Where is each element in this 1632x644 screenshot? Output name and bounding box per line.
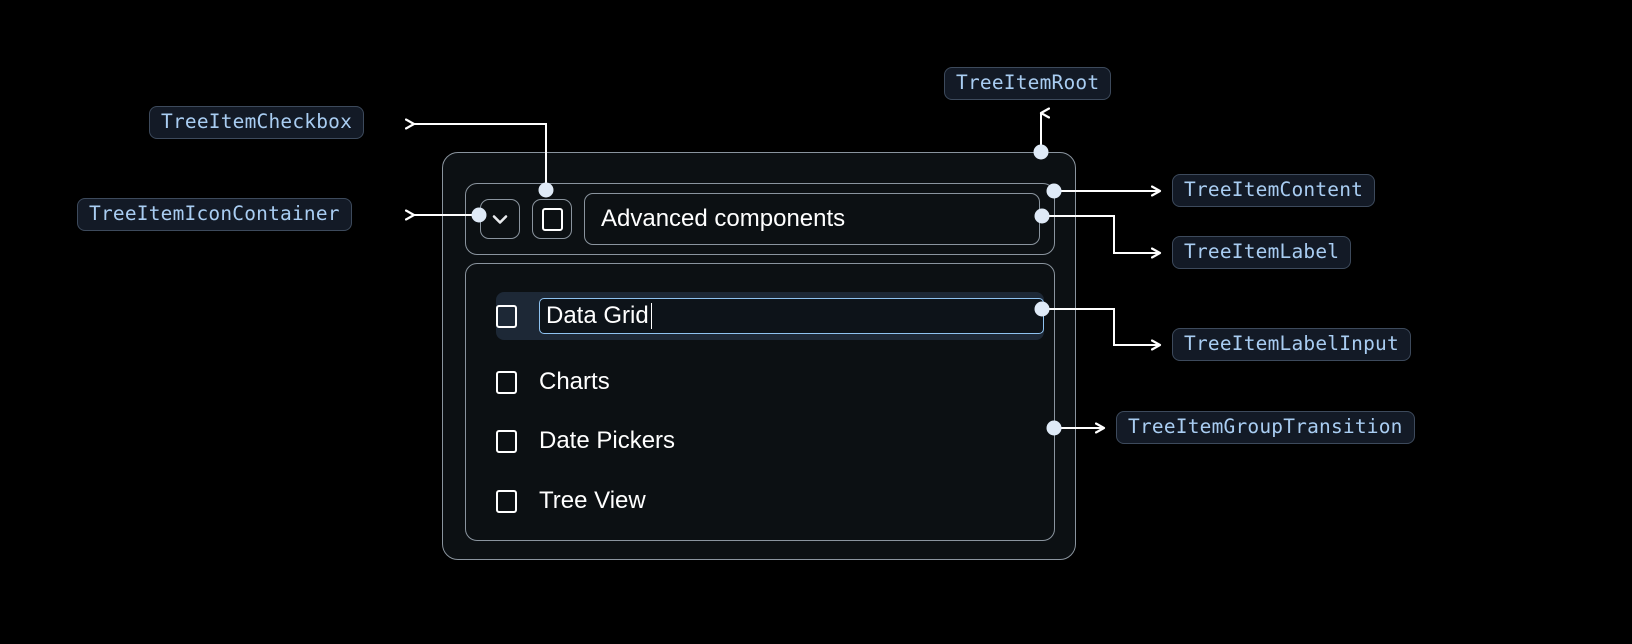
annotation-badge-tree-item-label-input: TreeItemLabelInput bbox=[1172, 328, 1411, 361]
tree-item-row[interactable]: Tree View bbox=[496, 479, 646, 523]
label-input-value: Data Grid bbox=[546, 302, 649, 329]
tree-item-label-text: Advanced components bbox=[601, 205, 846, 232]
checkbox-square-icon[interactable] bbox=[496, 489, 517, 513]
checkbox-square-icon[interactable] bbox=[496, 370, 517, 394]
tree-item-row[interactable]: Charts bbox=[496, 360, 610, 404]
annotation-badge-tree-item-content: TreeItemContent bbox=[1172, 174, 1376, 207]
tree-item-row-label: Charts bbox=[539, 368, 610, 395]
chevron-down-icon bbox=[487, 206, 513, 232]
annotation-badge-tree-item-label: TreeItemLabel bbox=[1172, 236, 1352, 269]
tree-item-row[interactable]: Date Pickers bbox=[496, 419, 675, 463]
tree-item-content[interactable]: Advanced components bbox=[465, 183, 1055, 255]
tree-item-row-label: Tree View bbox=[539, 487, 646, 514]
tree-item-checkbox[interactable] bbox=[532, 199, 572, 239]
tree-item-icon-container[interactable] bbox=[480, 199, 520, 239]
checkbox-square-icon bbox=[541, 207, 563, 231]
checkbox-square-icon[interactable] bbox=[496, 304, 517, 328]
annotation-badge-tree-item-root: TreeItemRoot bbox=[944, 67, 1112, 100]
annotation-badge-tree-item-icon-container: TreeItemIconContainer bbox=[77, 198, 352, 231]
tree-item-row-selected[interactable]: Data Grid bbox=[496, 292, 1044, 340]
tree-item-label: Advanced components bbox=[584, 193, 1040, 245]
annotation-badge-tree-item-checkbox: TreeItemCheckbox bbox=[149, 106, 365, 139]
checkbox-square-icon[interactable] bbox=[496, 429, 517, 453]
tree-item-row-label: Date Pickers bbox=[539, 427, 676, 454]
annotation-badge-tree-item-group-transition: TreeItemGroupTransition bbox=[1116, 411, 1415, 444]
text-caret bbox=[650, 303, 653, 329]
tree-item-root: Advanced components Data Grid Charts Dat… bbox=[442, 152, 1076, 560]
tree-item-label-input[interactable]: Data Grid bbox=[539, 298, 1044, 334]
tree-item-group-transition: Data Grid Charts Date Pickers Tree View bbox=[465, 263, 1055, 541]
